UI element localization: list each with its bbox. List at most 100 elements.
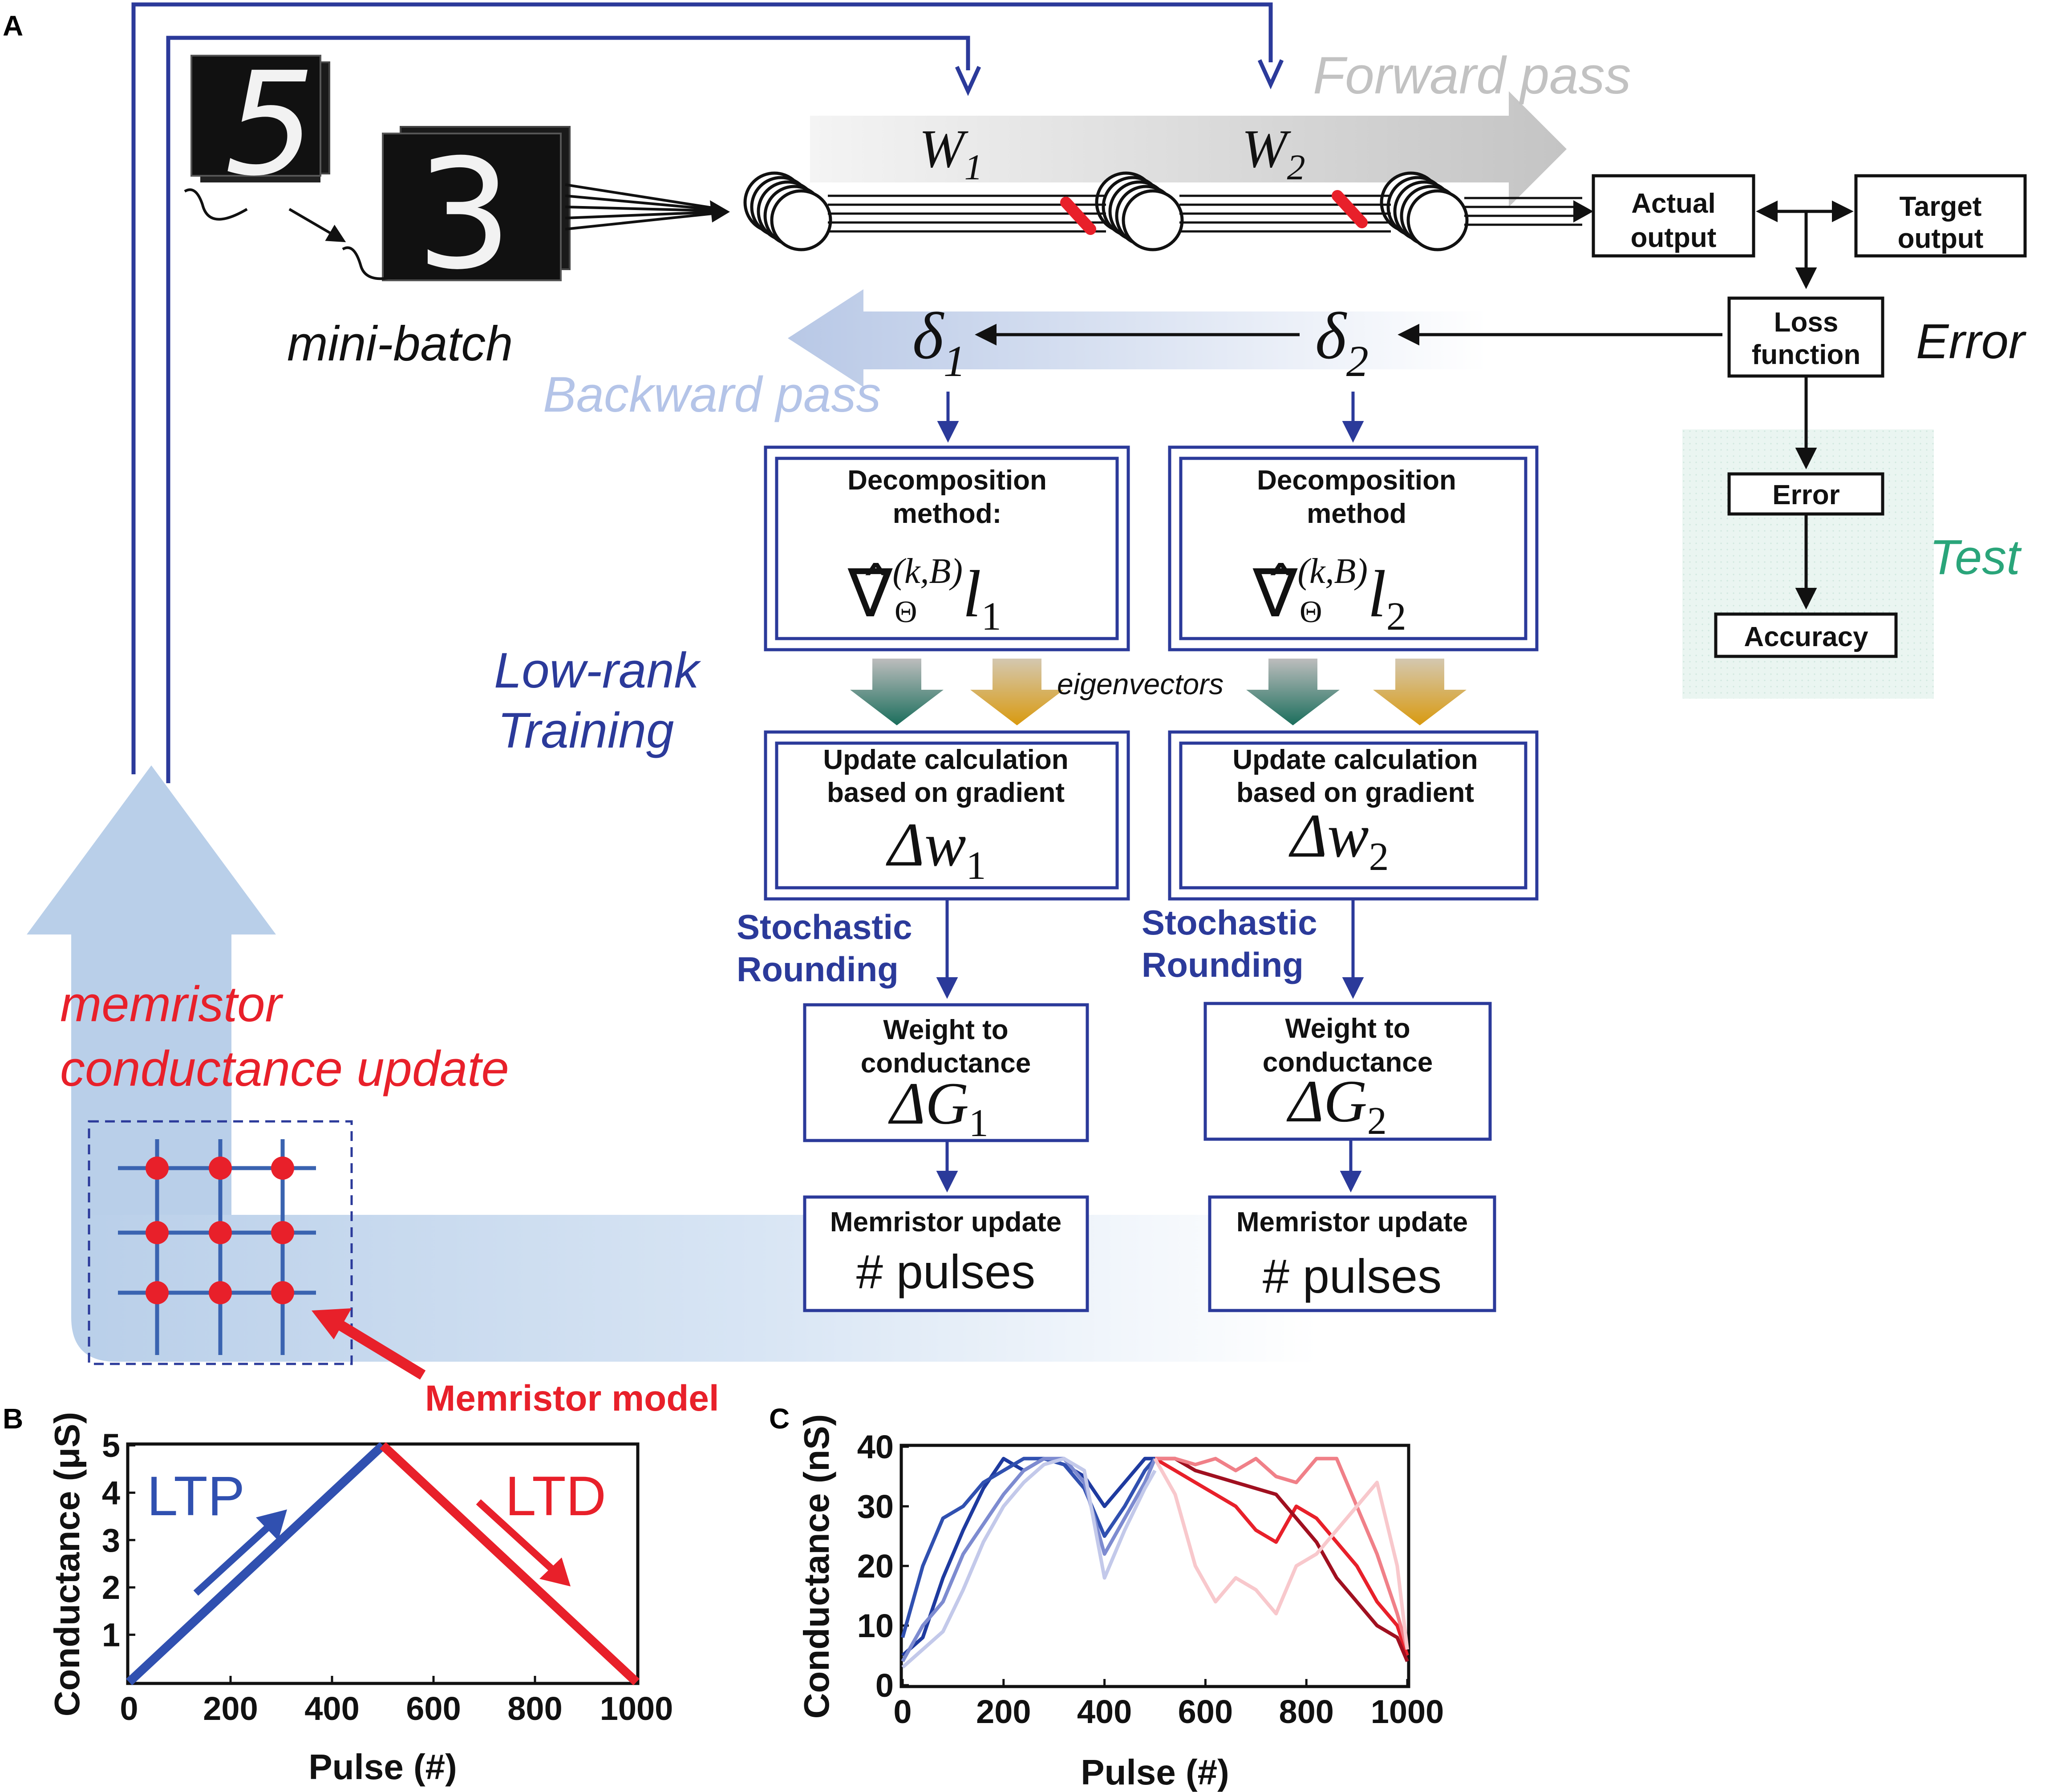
svg-text:Actual: Actual [1631, 188, 1715, 219]
memristor-update-label-line2: conductance update [60, 1041, 509, 1096]
svg-text:Accuracy: Accuracy [1744, 622, 1868, 652]
chart-b-xtick-label: 600 [406, 1690, 461, 1727]
svg-text:Θ: Θ [895, 595, 917, 629]
gold-arrow-1 [970, 659, 1064, 725]
teal-arrow-1 [850, 659, 944, 725]
svg-text:Weight to: Weight to [1285, 1013, 1410, 1044]
svg-text:conductance: conductance [861, 1048, 1031, 1079]
chart-b-ltp-label: LTP [147, 1465, 245, 1527]
svg-text:Decomposition: Decomposition [1257, 465, 1456, 496]
w2-label: W2 [1242, 119, 1305, 187]
chart-b-xtick-label: 800 [507, 1690, 562, 1727]
svg-text:# pulses: # pulses [856, 1245, 1035, 1298]
memristor-model-pointer [312, 1308, 426, 1380]
chart-b-ltp-arrow [193, 1509, 287, 1596]
weight-conductance-box-1: Weight to conductance ΔG1 [803, 1003, 1089, 1145]
chart-c-series-line-2 [901, 1456, 1157, 1638]
test-accuracy-box: Accuracy [1714, 612, 1898, 658]
memristor-update-box-2: Memristor update # pulses [1208, 1195, 1496, 1312]
input-arrowhead [710, 200, 730, 222]
svg-text:based on gradient: based on gradient [827, 777, 1065, 808]
forward-pass-arrow [810, 91, 1567, 207]
memristor-update-box-1: Memristor update # pulses [803, 1195, 1089, 1312]
w2-memristor-marks [1332, 190, 1368, 228]
test-label: Test [1929, 530, 2022, 585]
feedback-lines [131, 2, 1273, 783]
loss-function-box: Loss function [1727, 296, 1884, 378]
svg-text:# pulses: # pulses [1263, 1249, 1442, 1303]
svg-text:Update calculation: Update calculation [1232, 744, 1478, 775]
w1-connections [828, 194, 1106, 233]
svg-text:Δw2: Δw2 [1288, 801, 1389, 879]
teal-arrow-2 [1246, 659, 1340, 725]
svg-text:Target: Target [1900, 191, 1982, 222]
svg-text:Error: Error [1772, 480, 1840, 510]
chart-b-ltd-arrow [476, 1499, 571, 1586]
chart-c-ytick-label: 20 [857, 1548, 894, 1585]
chart-c-ylabel: Conductance (nS) [797, 1414, 836, 1719]
mnist-digit-5-stack: 5 [190, 42, 330, 207]
chart-c-ytick-label: 10 [857, 1607, 894, 1644]
panel-label-a: A [3, 10, 23, 42]
svg-text:Rounding: Rounding [737, 950, 899, 989]
svg-text:Θ: Θ [1300, 595, 1322, 629]
layer-1-neurons [743, 171, 832, 251]
column-2: Decomposition method ∇̂(k,B)l2 Θ Update … [1142, 392, 1539, 1312]
chart-c-xtick-label: 0 [893, 1693, 912, 1730]
w1-memristor-marks [1060, 197, 1096, 235]
chart-c-series-line-3 [901, 1456, 1157, 1663]
svg-text:Rounding: Rounding [1142, 945, 1304, 984]
svg-text:Loss: Loss [1774, 307, 1839, 338]
chart-c-xtick-label: 600 [1178, 1693, 1233, 1730]
svg-text:output: output [1631, 222, 1717, 253]
svg-text:Weight to: Weight to [883, 1015, 1008, 1045]
chart-c-series-line-7 [1155, 1456, 1409, 1650]
test-error-box: Error [1727, 472, 1884, 516]
update-box-2: Update calculation based on gradient Δw2 [1168, 730, 1539, 901]
chart-c-ytick-label: 0 [875, 1667, 894, 1704]
digit-step-arrow [288, 208, 346, 243]
eigenvectors-label: eigenvectors [1057, 667, 1224, 700]
chart-b-ytick-label: 2 [102, 1569, 120, 1606]
mini-batch-brace-2 [342, 246, 424, 280]
delta-1-label: δ1 [912, 299, 966, 386]
svg-text:Δw1: Δw1 [886, 810, 986, 888]
svg-text:conductance: conductance [1263, 1047, 1433, 1078]
backward-pass-arrow [788, 289, 1487, 387]
chart-b-ltd-label: LTD [505, 1465, 606, 1527]
target-output-box: Target output [1854, 174, 2027, 258]
input-fan [565, 183, 721, 231]
actual-output-box: Actual output [1592, 174, 1755, 258]
svg-text:Update calculation: Update calculation [823, 744, 1068, 775]
weight-conductance-box-2: Weight to conductance ΔG2 [1203, 1002, 1492, 1143]
memristor-crossbar [88, 1120, 353, 1365]
w1-label: W1 [919, 119, 983, 187]
chart-c-series-line-5 [1154, 1457, 1409, 1656]
svg-text:Memristor update: Memristor update [830, 1207, 1061, 1238]
chart-b-xtick-label: 1000 [600, 1690, 673, 1727]
feedback-arrowhead-w2 [1257, 59, 1284, 89]
output-connections [1464, 197, 1582, 226]
gold-arrow-2 [1373, 659, 1467, 725]
chart-b-xtick-label: 400 [304, 1690, 359, 1727]
chart-c-ytick-label: 30 [857, 1488, 894, 1525]
chart-c-xtick-label: 800 [1279, 1693, 1333, 1730]
panel-label-c: C [769, 1403, 790, 1435]
backward-pass-label: Backward pass [543, 367, 881, 422]
decomposition-box-1: Decomposition method: ∇̂(k,B)l1 Θ [764, 445, 1130, 651]
svg-text:Stochastic: Stochastic [1142, 903, 1317, 942]
error-label: Error [1916, 314, 2027, 369]
column-1: Decomposition method: ∇̂(k,B)l1 Θ Update… [737, 392, 1130, 1312]
chart-b-xtick-label: 200 [203, 1690, 258, 1727]
chart-c-series-line-8 [1153, 1457, 1409, 1650]
chart-b-ytick-label: 3 [102, 1522, 120, 1559]
low-rank-label-line1: Low-rank [494, 643, 701, 698]
chart-b-ytick-label: 5 [102, 1427, 120, 1464]
memristor-model-label: Memristor model [425, 1378, 719, 1419]
chart-c-ytick-label: 40 [857, 1428, 894, 1465]
feedback-arrowhead-w1 [955, 66, 981, 96]
gradient-expression-1: ∇̂(k,B)l1 [847, 552, 1001, 639]
